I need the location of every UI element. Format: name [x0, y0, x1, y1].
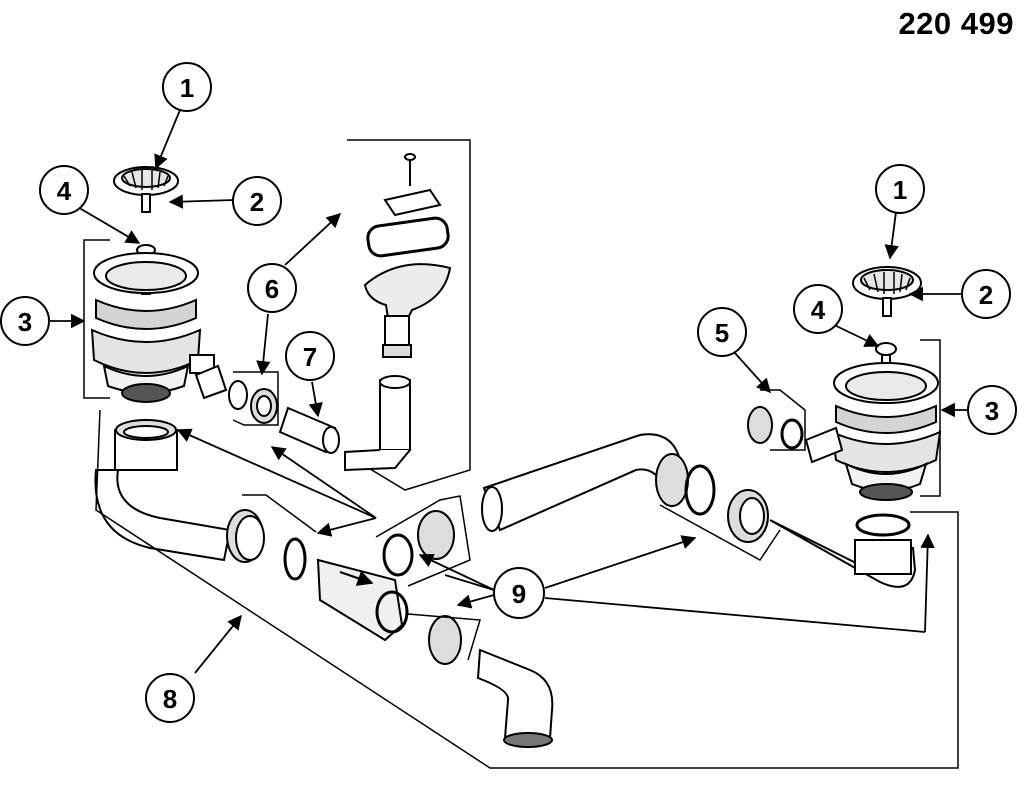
bracket-8 — [95, 409, 959, 769]
svg-text:7: 7 — [303, 342, 317, 372]
svg-text:3: 3 — [985, 396, 999, 426]
callout-9: 9 — [493, 567, 545, 619]
callout-3-right: 3 — [967, 385, 1017, 435]
overflow-cover-plate — [383, 188, 442, 217]
adapter-sleeve — [278, 406, 340, 454]
svg-text:4: 4 — [811, 295, 826, 325]
tee-connector — [316, 510, 455, 642]
callout-1-left: 1 — [162, 62, 212, 112]
callout-5: 5 — [697, 307, 747, 357]
right-trap-pipe — [769, 513, 917, 588]
callout-1-right: 1 — [875, 164, 925, 214]
right-union-fittings — [655, 453, 769, 543]
svg-text:2: 2 — [979, 280, 993, 310]
overflow-kit-bracket — [346, 139, 471, 491]
svg-text:1: 1 — [893, 175, 907, 205]
left-union-nut — [226, 509, 307, 581]
left-outlet-stub — [194, 364, 228, 400]
callout-2-right: 2 — [961, 269, 1011, 319]
right-side-fittings — [747, 389, 844, 464]
svg-text:2: 2 — [250, 187, 264, 217]
svg-text:1: 1 — [180, 73, 194, 103]
callout-8: 8 — [145, 673, 195, 723]
svg-text:6: 6 — [265, 274, 279, 304]
bracket-9-lower — [407, 613, 481, 661]
part-number: 220 499 — [898, 6, 1014, 41]
bracket-9-right — [659, 504, 781, 561]
outlet-elbow — [428, 615, 554, 748]
callout-2-left: 2 — [232, 176, 282, 226]
callout-4-right: 4 — [793, 284, 843, 334]
right-basket-strainer — [830, 362, 942, 501]
callout-6: 6 — [247, 263, 297, 313]
bracket-3-right — [920, 339, 941, 497]
svg-text:3: 3 — [18, 307, 32, 337]
callout-3-left: 3 — [0, 296, 50, 346]
svg-text:5: 5 — [715, 318, 729, 348]
long-drain-pipe — [481, 433, 682, 532]
callout-7: 7 — [285, 331, 335, 381]
overflow-pipe — [344, 375, 411, 472]
left-strainer-plug — [113, 166, 179, 213]
svg-text:4: 4 — [57, 176, 72, 206]
svg-text:8: 8 — [163, 684, 177, 714]
right-strainer-plug — [852, 266, 922, 317]
left-nut — [228, 380, 278, 424]
overflow-body — [363, 263, 452, 358]
overflow-screw — [404, 153, 416, 186]
leader-lines — [46, 109, 968, 674]
bracket-9-left — [242, 494, 317, 533]
svg-text:9: 9 — [512, 579, 526, 609]
overflow-gasket — [366, 216, 450, 258]
callout-4-left: 4 — [39, 165, 89, 215]
left-basket-strainer — [90, 252, 215, 403]
left-trap-pipe — [94, 419, 232, 562]
